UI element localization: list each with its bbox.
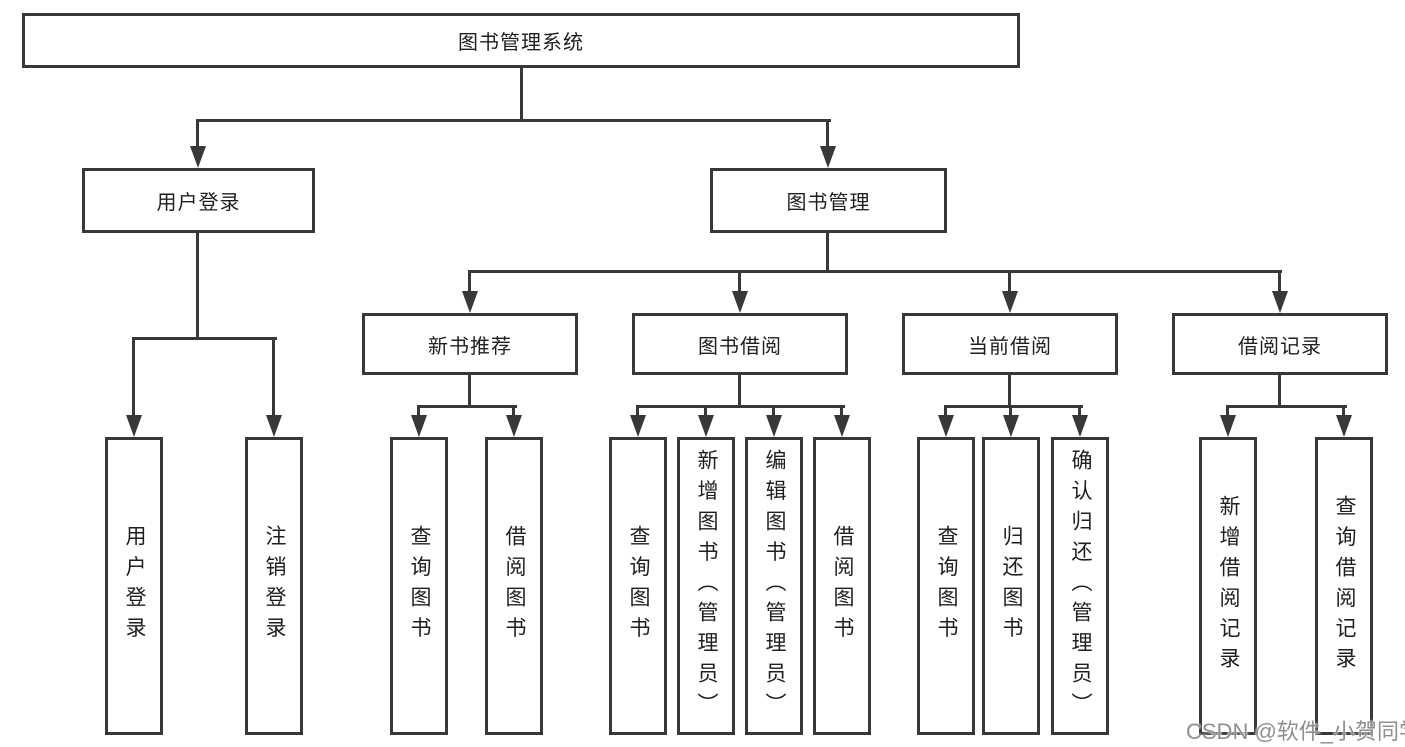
node-label: 注销登录: [263, 525, 287, 647]
node-label: 新增借阅记录: [1217, 494, 1241, 678]
leaf-confirm-return-admin: 确认归还（管理员）: [1051, 437, 1109, 735]
arrow-down-icon: [506, 415, 522, 437]
connector-line: [1278, 270, 1281, 293]
connector-line: [1078, 405, 1081, 419]
arrow-down-icon: [732, 291, 748, 313]
connector-line: [738, 270, 741, 293]
leaf-query-books-borrowing: 查询图书: [609, 437, 667, 735]
node-label: 借阅图书: [503, 525, 527, 647]
node-label: 借阅图书: [831, 525, 855, 647]
connector-line: [1342, 405, 1345, 419]
arrow-down-icon: [1336, 415, 1352, 437]
node-label: 编辑图书（管理员）: [763, 448, 787, 724]
node-label: 用户登录: [156, 192, 241, 214]
arrow-down-icon: [820, 146, 836, 168]
connector-line: [197, 119, 831, 122]
leaf-borrow-books-borrowing: 借阅图书: [813, 437, 871, 735]
connector-line: [512, 405, 515, 419]
connector-line: [272, 337, 275, 419]
arrow-down-icon: [411, 415, 427, 437]
arrow-down-icon: [834, 415, 850, 437]
node-label: 新书推荐: [428, 335, 512, 358]
leaf-query-borrow-record: 查询借阅记录: [1315, 437, 1373, 735]
watermark-text: CSDN @软件_小贺同学: [1186, 719, 1405, 744]
node-label: 图书管理系统: [458, 32, 584, 54]
connector-line: [132, 337, 135, 419]
node-label: 确认归还（管理员）: [1069, 448, 1093, 724]
connector-line: [944, 405, 1083, 408]
node-borrowing-records: 借阅记录: [1172, 313, 1388, 375]
connector-line: [944, 405, 947, 419]
node-label: 归还图书: [1000, 525, 1024, 647]
connector-line: [704, 405, 707, 419]
node-label: 借阅记录: [1238, 335, 1322, 358]
node-new-book-recommendation: 新书推荐: [362, 313, 578, 375]
connector-line: [1009, 405, 1012, 419]
arrow-down-icon: [1003, 415, 1019, 437]
arrow-down-icon: [462, 291, 478, 313]
leaf-borrow-books-recommend: 借阅图书: [485, 437, 543, 735]
connector-line: [826, 233, 829, 273]
connector-line: [1278, 375, 1281, 407]
leaf-query-books-current: 查询图书: [917, 437, 975, 735]
arrow-down-icon: [1072, 415, 1088, 437]
arrow-down-icon: [630, 415, 646, 437]
connector-line: [826, 119, 829, 149]
connector-line: [1008, 375, 1011, 407]
connector-line: [196, 233, 199, 340]
connector-line: [132, 337, 277, 340]
connector-line: [196, 119, 199, 149]
arrow-down-icon: [766, 415, 782, 437]
connector-line: [417, 405, 420, 419]
arrow-down-icon: [1220, 415, 1236, 437]
node-label: 当前借阅: [968, 335, 1052, 358]
arrow-down-icon: [698, 415, 714, 437]
leaf-add-borrow-record: 新增借阅记录: [1199, 437, 1257, 735]
node-label: 查询图书: [935, 525, 959, 647]
node-label: 用户登录: [123, 525, 147, 647]
leaf-query-books-recommend: 查询图书: [390, 437, 448, 735]
node-label: 图书借阅: [698, 335, 782, 358]
arrow-down-icon: [1002, 291, 1018, 313]
leaf-edit-books-admin: 编辑图书（管理员）: [745, 437, 803, 735]
connector-line: [636, 405, 639, 419]
node-label: 图书管理: [786, 192, 871, 214]
connector-line: [738, 375, 741, 407]
node-label: 查询图书: [627, 525, 651, 647]
node-user-login: 用户登录: [82, 168, 315, 233]
arrow-down-icon: [266, 415, 282, 437]
node-library-management-system: 图书管理系统: [22, 13, 1020, 68]
leaf-user-login: 用户登录: [105, 437, 163, 735]
connector-line: [468, 270, 471, 293]
arrow-down-icon: [938, 415, 954, 437]
node-label: 查询借阅记录: [1333, 494, 1357, 678]
node-book-borrowing: 图书借阅: [632, 313, 848, 375]
connector-line: [468, 270, 1282, 273]
arrow-down-icon: [126, 415, 142, 437]
arrow-down-icon: [190, 146, 206, 168]
arrow-down-icon: [1272, 291, 1288, 313]
node-label: 查询图书: [408, 525, 432, 647]
node-book-management: 图书管理: [710, 168, 947, 233]
leaf-return-books: 归还图书: [982, 437, 1040, 735]
connector-line: [1226, 405, 1347, 408]
connector-line: [468, 375, 471, 407]
connector-line: [636, 405, 845, 408]
connector-line: [520, 68, 523, 121]
connector-line: [772, 405, 775, 419]
connector-line: [840, 405, 843, 419]
node-label: 新增图书（管理员）: [695, 448, 719, 724]
connector-line: [417, 405, 517, 408]
connector-line: [1226, 405, 1229, 419]
leaf-add-books-admin: 新增图书（管理员）: [677, 437, 735, 735]
connector-line: [1008, 270, 1011, 293]
node-current-borrowing: 当前借阅: [902, 313, 1118, 375]
leaf-logout: 注销登录: [245, 437, 303, 735]
